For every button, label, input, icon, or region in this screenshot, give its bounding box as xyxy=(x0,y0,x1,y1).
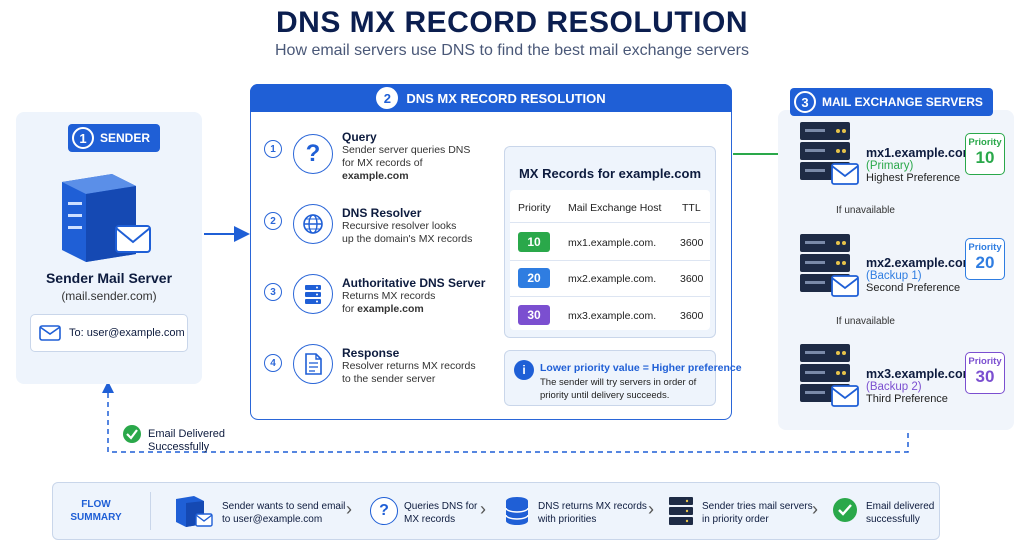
flow-step-4: Sender tries mail servers in priority or… xyxy=(702,501,813,525)
table-header-priority: Priority xyxy=(518,202,551,214)
server-icon xyxy=(293,274,333,314)
priority-box: Priority 20 xyxy=(965,238,1005,280)
chevron-right-icon: › xyxy=(812,499,818,519)
step-number: 1 xyxy=(264,140,282,158)
step-number: 2 xyxy=(264,212,282,230)
step-authoritative-server: Authoritative DNS Server Returns MX reco… xyxy=(342,276,486,315)
step-number: 4 xyxy=(264,354,282,372)
chevron-right-icon: › xyxy=(480,499,486,519)
rack-server-icon xyxy=(669,497,693,525)
sender-server-host: (mail.sender.com) xyxy=(61,289,157,303)
table-priority-badge: 20 xyxy=(518,268,550,288)
mx-server-1: mx1.example.com (Primary) Highest Prefer… xyxy=(866,146,974,184)
info-description: The sender will try servers in order of … xyxy=(540,377,697,401)
check-circle-icon xyxy=(833,498,857,522)
sender-header: 1 SENDER xyxy=(68,124,161,152)
rack-server-icon xyxy=(800,344,859,407)
priority-info-card xyxy=(504,350,716,406)
step-badge: 3 xyxy=(794,91,816,113)
document-icon xyxy=(293,344,333,384)
table-ttl-cell: 3600 xyxy=(680,237,704,249)
resolution-header: 2 DNS MX RECORD RESOLUTION xyxy=(250,84,732,112)
step-query: Query Sender server queries DNS for MX r… xyxy=(342,130,471,182)
fallback-label: If unavailable xyxy=(836,205,895,216)
envelope-icon xyxy=(39,325,61,341)
mail-server-icon xyxy=(62,174,151,262)
chevron-right-icon: › xyxy=(648,499,654,519)
step-number: 3 xyxy=(264,283,282,301)
recipient-box: To: user@example.com xyxy=(30,314,188,352)
fallback-label: If unavailable xyxy=(836,316,895,327)
flow-step-3: DNS returns MX records with priorities xyxy=(538,501,647,525)
globe-icon xyxy=(293,204,333,244)
info-title: Lower priority value = Higher preference xyxy=(540,362,742,374)
table-host-cell: mx2.example.com. xyxy=(568,273,657,285)
mx-server-3: mx3.example.com (Backup 2) Third Prefere… xyxy=(866,367,974,405)
mail-servers-label: MAIL EXCHANGE SERVERS xyxy=(822,95,983,109)
flow-step-2: Queries DNS for MX records xyxy=(404,501,478,525)
sender-label: SENDER xyxy=(100,131,151,145)
mx-server-2: mx2.example.com (Backup 1) Second Prefer… xyxy=(866,256,974,294)
question-icon: ? xyxy=(293,134,333,174)
flow-step-5: Email delivered successfully xyxy=(866,501,935,525)
step-dns-resolver: DNS Resolver Recursive resolver looks up… xyxy=(342,206,473,245)
table-host-cell: mx3.example.com. xyxy=(568,310,657,322)
mx-records-title: MX Records for example.com xyxy=(518,166,702,181)
table-header-ttl: TTL xyxy=(682,202,701,214)
step-response: Response Resolver returns MX records to … xyxy=(342,346,476,385)
table-priority-badge: 10 xyxy=(518,232,550,252)
rack-server-icon xyxy=(800,234,859,297)
table-header-host: Mail Exchange Host xyxy=(568,202,662,214)
table-ttl-cell: 3600 xyxy=(680,310,704,322)
flow-step-1: Sender wants to send email to user@examp… xyxy=(222,501,346,525)
mail-server-icon xyxy=(176,496,213,527)
table-host-cell: mx1.example.com. xyxy=(568,237,657,249)
resolution-label: DNS MX RECORD RESOLUTION xyxy=(406,90,606,106)
step-badge: 1 xyxy=(72,127,94,149)
info-icon: i xyxy=(514,360,534,380)
check-circle-icon xyxy=(123,425,141,443)
priority-box: Priority 10 xyxy=(965,133,1005,175)
sender-server-name: Sender Mail Server xyxy=(45,270,173,286)
question-icon: ? xyxy=(370,497,398,525)
recipient-address: To: user@example.com xyxy=(69,327,185,339)
page-title: DNS MX RECORD RESOLUTION xyxy=(275,6,749,39)
page-subtitle: How email servers use DNS to find the be… xyxy=(275,42,749,59)
table-priority-badge: 30 xyxy=(518,305,550,325)
rack-server-icon xyxy=(800,122,859,185)
mail-servers-header: 3 MAIL EXCHANGE SERVERS xyxy=(790,88,993,116)
database-icon xyxy=(505,497,529,525)
table-ttl-cell: 3600 xyxy=(680,273,704,285)
delivery-return-path xyxy=(102,381,909,453)
step-badge: 2 xyxy=(376,87,399,109)
priority-box: Priority 30 xyxy=(965,352,1005,394)
flow-summary-label: FLOW SUMMARY xyxy=(70,499,122,523)
delivered-status: Email Delivered Successfully xyxy=(148,428,226,453)
chevron-right-icon: › xyxy=(346,499,352,519)
